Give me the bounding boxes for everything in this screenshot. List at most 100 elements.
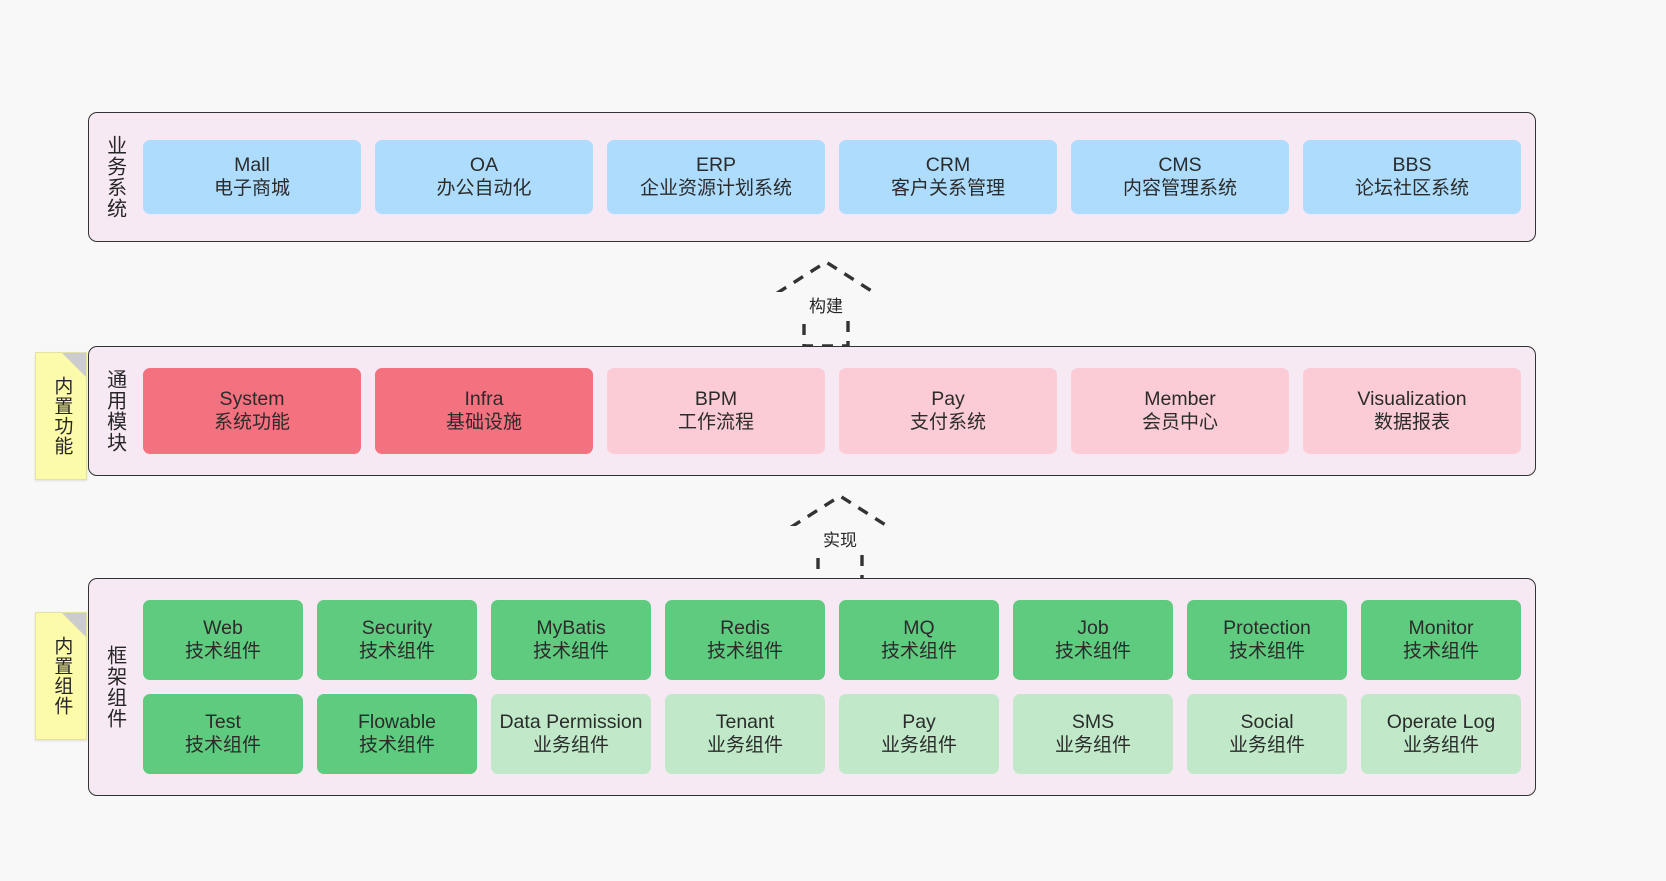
card-title-cn: 企业资源计划系统 xyxy=(639,178,792,200)
card-title-en: Tenant xyxy=(715,710,775,733)
arrow-build-label: 构建 xyxy=(756,292,896,317)
card-title-en: MQ xyxy=(903,616,935,639)
card-title-en: Test xyxy=(205,710,241,733)
card-title-en: ERP xyxy=(695,153,737,176)
layer-framework-title: 框架组件 xyxy=(103,645,126,729)
card-title-en: Web xyxy=(203,616,243,639)
card-title-cn: 业务组件 xyxy=(706,735,783,757)
card-title-cn: 业务组件 xyxy=(532,735,609,757)
card-title-cn: 技术组件 xyxy=(1228,641,1305,663)
card-title-cn: 业务组件 xyxy=(1228,735,1305,757)
arrow-implement: 实现 xyxy=(770,492,910,582)
card-title-en: Infra xyxy=(464,387,504,410)
card-title-cn: 论坛社区系统 xyxy=(1354,178,1469,200)
card-title-en: Mall xyxy=(234,153,270,176)
card-title-cn: 基础设施 xyxy=(445,412,522,434)
card-title-en: CMS xyxy=(1158,153,1202,176)
note-fold-corner-icon xyxy=(62,353,86,377)
card-title-en: Member xyxy=(1144,387,1216,410)
card-title-en: Pay xyxy=(931,387,965,410)
card-title-cn: 系统功能 xyxy=(213,412,290,434)
card-title-cn: 数据报表 xyxy=(1373,412,1450,434)
card-title-en: Flowable xyxy=(357,710,437,733)
card-title-cn: 技术组件 xyxy=(184,735,261,757)
card-title-cn: 业务组件 xyxy=(1402,735,1479,757)
card-title-en: Pay xyxy=(902,710,936,733)
card-title-cn: 支付系统 xyxy=(909,412,986,434)
card-title-en: Social xyxy=(1240,710,1294,733)
card-title-en: Monitor xyxy=(1408,616,1474,639)
note-builtin-features-label: 内置功能 xyxy=(51,376,73,456)
card-title-en: Protection xyxy=(1223,616,1311,639)
card-title-en: Data Permission xyxy=(499,710,643,733)
card-title-en: System xyxy=(219,387,285,410)
card-title-cn: 技术组件 xyxy=(706,641,783,663)
card-title-en: SMS xyxy=(1071,710,1115,733)
card-title-cn: 内容管理系统 xyxy=(1122,178,1237,200)
note-builtin-components: 内置组件 xyxy=(35,612,87,740)
layer-business-title: 业务系统 xyxy=(103,135,126,219)
card-title-cn: 技术组件 xyxy=(358,735,435,757)
note-builtin-features: 内置功能 xyxy=(35,352,87,480)
layer-modules-title: 通用模块 xyxy=(103,369,126,453)
card-title-cn: 技术组件 xyxy=(532,641,609,663)
card-title-cn: 工作流程 xyxy=(677,412,754,434)
card-title-en: Job xyxy=(1077,616,1109,639)
card-title-cn: 技术组件 xyxy=(880,641,957,663)
card-title-en: BPM xyxy=(694,387,738,410)
card-title-cn: 电子商城 xyxy=(213,178,290,200)
arrow-implement-label: 实现 xyxy=(770,526,910,551)
card-title-cn: 会员中心 xyxy=(1141,412,1218,434)
card-title-en: Redis xyxy=(720,616,770,639)
note-fold-corner-icon xyxy=(62,613,86,637)
card-title-cn: 办公自动化 xyxy=(436,178,532,200)
note-builtin-components-label: 内置组件 xyxy=(51,636,73,716)
card-title-en: OA xyxy=(469,153,499,176)
card-title-cn: 业务组件 xyxy=(880,735,957,757)
card-title-cn: 技术组件 xyxy=(1402,641,1479,663)
card-title-en: Visualization xyxy=(1357,387,1467,410)
card-title-cn: 技术组件 xyxy=(1054,641,1131,663)
card-title-en: MyBatis xyxy=(536,616,606,639)
card-title-en: BBS xyxy=(1392,153,1432,176)
